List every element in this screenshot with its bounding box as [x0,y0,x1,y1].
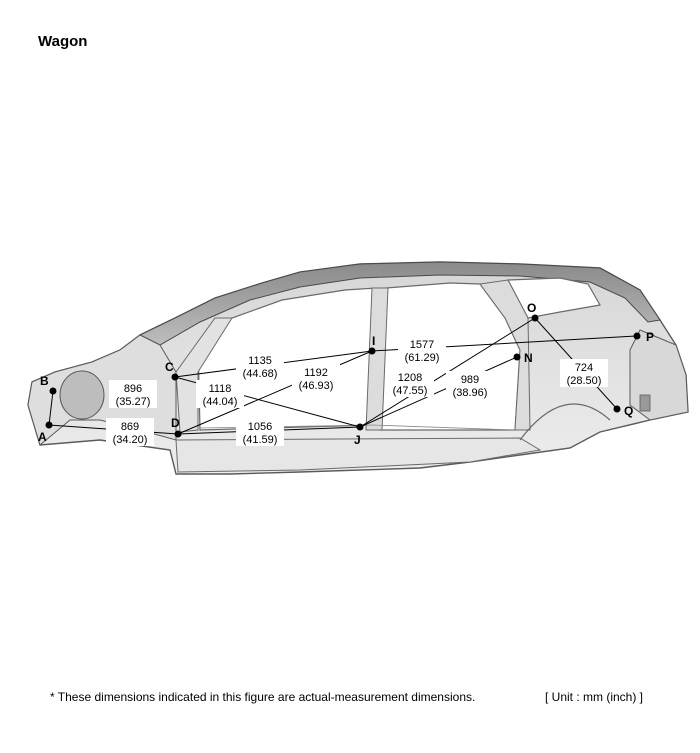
dim-i-p-inch: (61.29) [405,352,440,364]
c-pillar [479,279,531,431]
dim-d-i-mm: 1192 [304,367,328,379]
line-j-n [359,356,518,428]
point-label-a: A [38,430,47,444]
measurement-points [45,314,641,438]
rear-panel [629,329,689,421]
point-a-marker [45,421,53,429]
dim-a-d-mm: 869 [121,421,139,433]
point-label-j: J [354,433,361,447]
dim-i-p-mm: 1577 [410,339,434,351]
point-b-marker [49,387,57,395]
front-strut-tower [59,370,105,420]
point-j-marker [356,423,364,431]
measurement-footnote: * These dimensions indicated in this fig… [50,690,476,704]
dim-d-j-inch: (41.59) [243,434,278,446]
point-q-marker [613,405,621,413]
point-label-n: N [524,351,533,365]
rear-wheel-arch [519,403,611,441]
point-c-marker [171,373,179,381]
point-label-d: D [171,416,180,430]
dim-j-n-inch: (38.96) [453,387,488,399]
dim-c-j-inch: (44.04) [203,396,238,408]
point-label-i: I [372,334,375,348]
point-label-p: P [646,330,654,344]
unit-note: [ Unit : mm (inch) ] [545,690,644,704]
dim-j-o-mm: 1208 [398,372,422,384]
dim-d-j-mm: 1056 [248,421,272,433]
point-label-o: O [527,301,536,315]
point-label-c: C [165,360,174,374]
point-p-marker [633,332,641,340]
point-d-marker [174,430,182,438]
b-pillar [365,287,389,431]
point-o-marker [531,314,539,322]
dim-c-i-inch: (44.68) [243,368,278,380]
point-i-marker [368,347,376,355]
dim-a-b-mm: 896 [124,383,142,395]
roof-rail [138,261,661,346]
point-n-marker [513,353,521,361]
car-body-silhouette [27,261,689,475]
dim-o-q-mm: 724 [575,362,593,374]
dim-c-j-mm: 1118 [209,383,232,395]
dim-a-b-inch: (35.27) [116,396,151,408]
dim-o-q-inch: (28.50) [567,375,602,387]
line-a-b [48,390,54,426]
rear-panel-slot [639,394,651,412]
point-labels: A B C D I J N O P Q [38,301,654,447]
point-label-b: B [40,374,49,388]
dim-c-i-mm: 1135 [248,355,272,367]
dim-j-o-inch: (47.55) [393,385,428,397]
side-sill [175,437,542,473]
dim-a-d-inch: (34.20) [113,434,148,446]
point-label-q: Q [624,404,633,418]
dim-j-n-mm: 989 [461,374,479,386]
diagram-title: Wagon [38,33,88,50]
dim-d-i-inch: (46.93) [299,380,334,392]
dimension-labels: 896 (35.27) 869 (34.20) 1135 (44.68) 111… [106,336,608,446]
